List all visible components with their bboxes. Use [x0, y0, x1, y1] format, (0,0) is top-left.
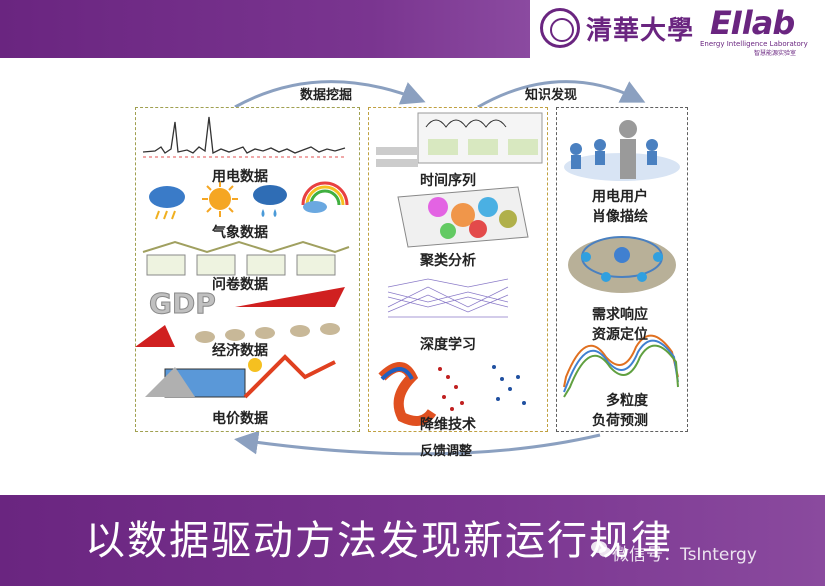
- app-label-user-portrait-2: 肖像描绘: [592, 206, 648, 226]
- price-icon: [145, 357, 335, 397]
- svg-text:GDP: GDP: [149, 287, 216, 320]
- app-label-demand-response-2: 资源定位: [592, 324, 648, 344]
- load-curve-icon: [143, 117, 345, 157]
- weather-icon: [149, 181, 347, 219]
- app-label-demand-response-1: 需求响应: [592, 304, 648, 324]
- forecast-curve-icon: [564, 336, 678, 397]
- dimension-reduction-icon: [382, 365, 526, 421]
- app-label-forecast-1: 多粒度: [606, 390, 648, 410]
- data-source-label-electricity: 用电数据: [212, 166, 268, 186]
- time-series-icon: [376, 113, 542, 167]
- flow-label-feedback: 反馈调整: [420, 440, 472, 459]
- cluster-icon: [398, 187, 528, 247]
- flow-label-data-mining: 数据挖掘: [300, 84, 352, 103]
- method-label-dimension-reduction: 降维技术: [420, 414, 476, 434]
- user-network-icon: [564, 120, 680, 181]
- neural-network-icon: [388, 279, 508, 317]
- slide-title: 以数据驱动方法发现新运行规律: [85, 508, 673, 566]
- method-label-deep-learning: 深度学习: [420, 334, 476, 354]
- smart-grid-icon: [568, 237, 676, 293]
- app-label-forecast-2: 负荷预测: [592, 410, 648, 430]
- applications-graphics: [556, 107, 688, 432]
- survey-icon: [143, 242, 349, 275]
- flow-label-knowledge-discovery: 知识发现: [525, 84, 577, 103]
- data-sources-graphics: GDP: [135, 107, 360, 432]
- data-source-label-price: 电价数据: [212, 408, 268, 428]
- wechat-watermark: 微信号：TsIntergy: [612, 540, 757, 565]
- data-source-label-economy: 经济数据: [212, 340, 268, 360]
- wechat-icon: [590, 539, 612, 559]
- method-label-clustering: 聚类分析: [420, 250, 476, 270]
- data-source-label-survey: 问卷数据: [212, 274, 268, 294]
- method-label-time-series: 时间序列: [420, 170, 476, 190]
- data-source-label-weather: 气象数据: [212, 222, 268, 242]
- app-label-user-portrait-1: 用电用户: [592, 186, 648, 206]
- gdp-icon: GDP: [135, 287, 345, 347]
